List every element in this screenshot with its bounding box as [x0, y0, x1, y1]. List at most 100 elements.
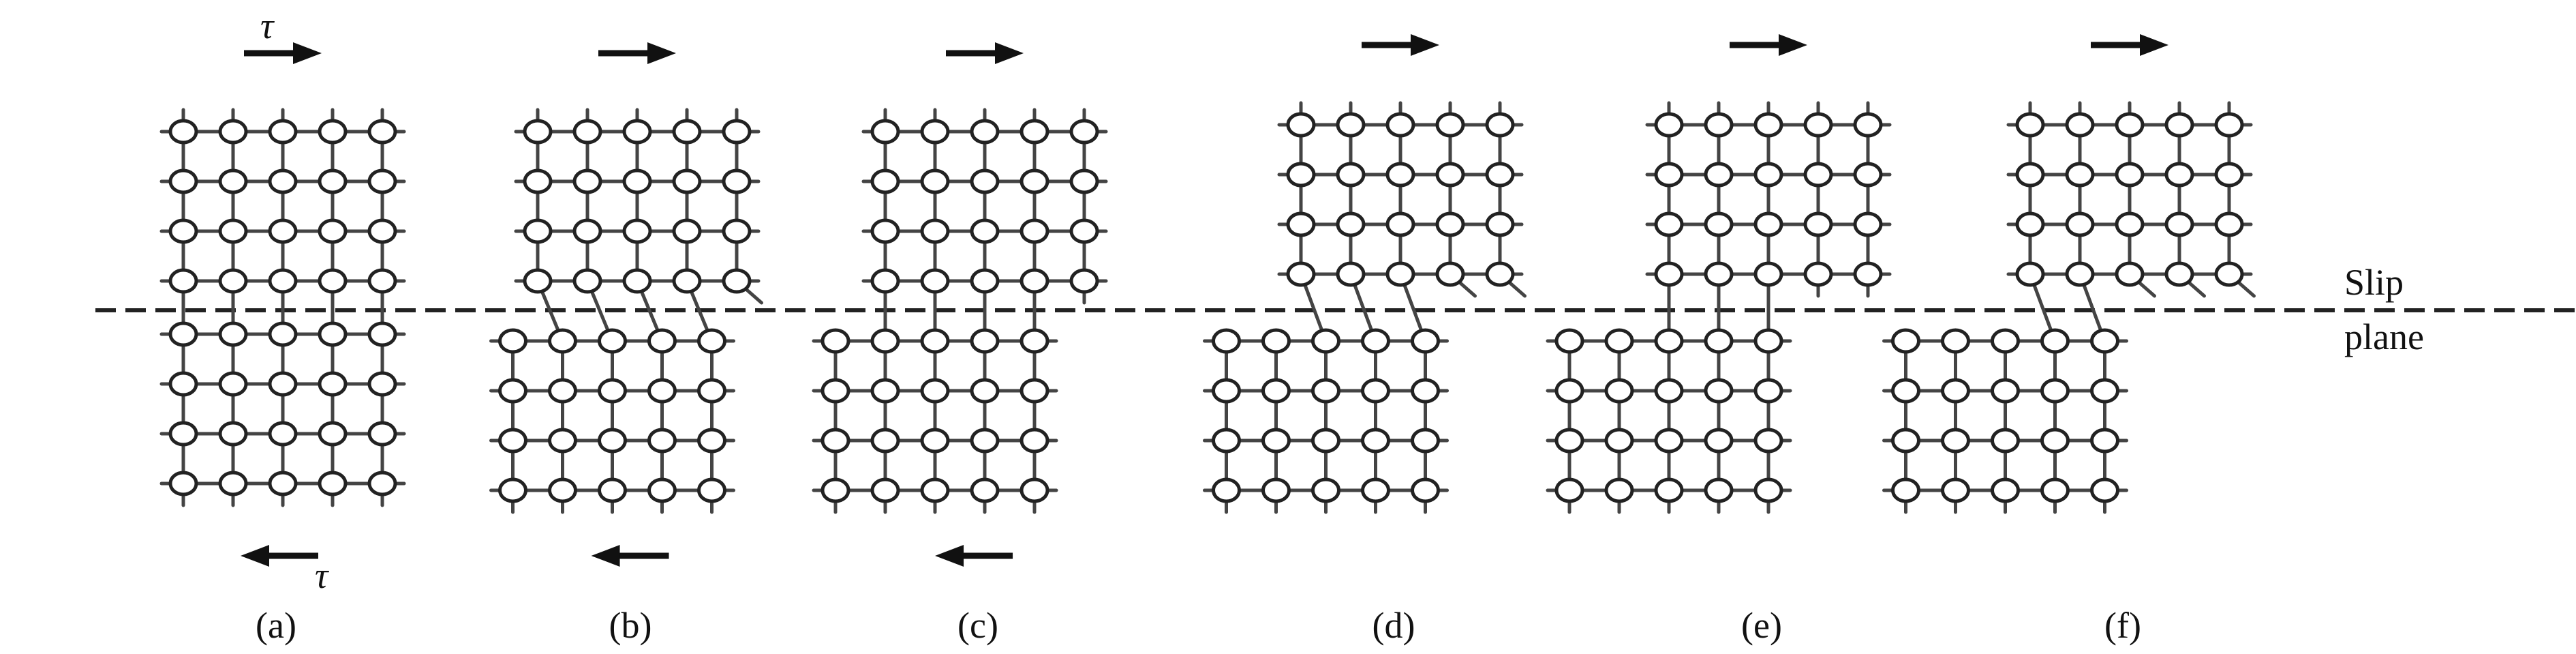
bonds	[1882, 101, 2256, 514]
atom	[1554, 378, 1584, 404]
atom	[2015, 112, 2045, 138]
atom	[722, 268, 752, 294]
atom	[1019, 378, 1049, 404]
atom	[168, 471, 198, 496]
atom	[268, 471, 298, 496]
atom	[970, 378, 1000, 404]
atom	[168, 371, 198, 397]
atom	[523, 218, 553, 244]
atom	[498, 378, 527, 404]
atom	[268, 421, 298, 447]
atom	[2040, 428, 2070, 454]
atom	[1435, 261, 1465, 287]
atom	[1654, 378, 1684, 404]
shear-arrow-top	[244, 42, 322, 64]
atom	[1853, 211, 1883, 237]
atom	[168, 268, 198, 294]
shear-arrow-top-head	[647, 42, 676, 64]
atom	[1604, 428, 1634, 454]
atom	[1604, 477, 1634, 503]
atom	[970, 218, 1000, 244]
atom	[218, 371, 248, 397]
atom	[920, 477, 950, 503]
atom	[1336, 211, 1366, 237]
shear-arrow-top	[598, 42, 676, 64]
atom	[1311, 477, 1340, 503]
atom	[1753, 477, 1783, 503]
atom	[672, 119, 702, 145]
atom	[1411, 328, 1440, 354]
atom	[1261, 328, 1291, 354]
atom	[1069, 268, 1099, 294]
atom	[523, 119, 553, 145]
atom	[1435, 112, 1465, 138]
atom	[367, 119, 397, 145]
atom	[572, 268, 602, 294]
atom	[1485, 112, 1515, 138]
atom	[1261, 378, 1291, 404]
atom	[1019, 268, 1049, 294]
atom	[367, 268, 397, 294]
atom	[697, 428, 726, 454]
atom	[2015, 211, 2045, 237]
atom	[1019, 119, 1049, 145]
atom	[367, 168, 397, 194]
slip-plane-label-line2: plane	[2344, 316, 2424, 357]
atom	[1311, 328, 1340, 354]
stress-symbols: τ τ	[260, 5, 329, 596]
atom	[1361, 428, 1390, 454]
atom	[367, 218, 397, 244]
atom	[318, 168, 348, 194]
atom	[1803, 162, 1833, 188]
atom	[1753, 211, 1783, 237]
atom	[672, 168, 702, 194]
atom	[1485, 261, 1515, 287]
panel-b: (b)	[489, 42, 763, 646]
atom	[1411, 378, 1440, 404]
atom	[697, 378, 726, 404]
atom	[572, 218, 602, 244]
shear-arrow-top	[1730, 34, 1807, 56]
shear-arrow-top-head	[2140, 34, 2168, 56]
atom	[1853, 162, 1883, 188]
atom	[1485, 162, 1515, 188]
atom	[1286, 261, 1316, 287]
atom	[647, 378, 677, 404]
atom	[1654, 477, 1684, 503]
atom	[1485, 211, 1515, 237]
atom	[1286, 211, 1316, 237]
atom	[920, 268, 950, 294]
atom	[2015, 162, 2045, 188]
atoms	[168, 119, 397, 496]
atom	[2040, 477, 2070, 503]
atom	[821, 328, 850, 354]
atom	[970, 168, 1000, 194]
atom	[647, 477, 677, 503]
atom	[1853, 112, 1883, 138]
atoms	[821, 119, 1099, 503]
atom	[1311, 378, 1340, 404]
shear-arrow-top	[946, 42, 1024, 64]
atom	[2214, 211, 2244, 237]
atom	[1991, 428, 2020, 454]
atom	[1704, 162, 1734, 188]
atom	[2065, 261, 2095, 287]
atom	[268, 371, 298, 397]
atom	[498, 328, 527, 354]
atom	[572, 168, 602, 194]
shear-arrow-bottom	[241, 545, 318, 567]
shear-arrow-top-head	[293, 42, 322, 64]
atom	[218, 119, 248, 145]
atom	[1286, 112, 1316, 138]
atom	[2040, 378, 2070, 404]
atom	[1654, 428, 1684, 454]
panel-label: (f)	[2104, 605, 2141, 646]
atom	[647, 428, 677, 454]
atom	[1941, 378, 1970, 404]
atom	[1554, 328, 1584, 354]
atom	[168, 119, 198, 145]
atom	[1704, 477, 1734, 503]
atom	[1554, 477, 1584, 503]
shear-arrow-top	[1362, 34, 1439, 56]
atom	[2214, 261, 2244, 287]
